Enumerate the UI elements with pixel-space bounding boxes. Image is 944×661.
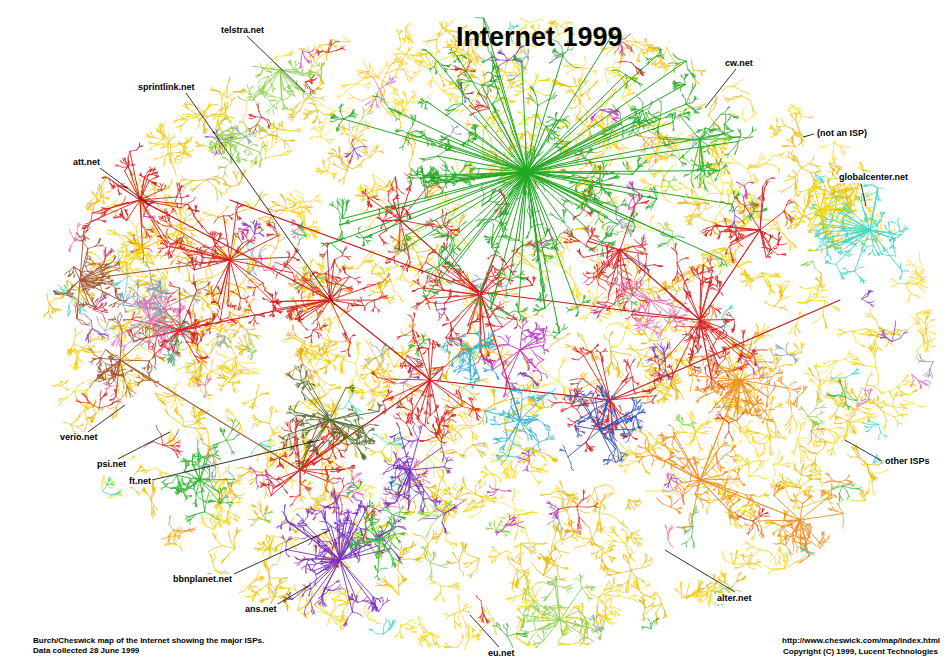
network-branches bbox=[560, 385, 646, 470]
isp-label: cw.net bbox=[724, 58, 754, 69]
leader-line bbox=[100, 168, 150, 205]
leader-line bbox=[665, 550, 735, 592]
leader-line bbox=[116, 432, 170, 460]
leader-line bbox=[247, 36, 305, 92]
isp-label: bbnplanet.net bbox=[172, 574, 233, 585]
network-branches bbox=[123, 279, 191, 344]
isp-label: globalcenter.net bbox=[838, 172, 909, 183]
network-branches bbox=[440, 331, 556, 465]
network-branches bbox=[289, 381, 379, 454]
network-branches bbox=[568, 395, 636, 463]
leader-line bbox=[803, 134, 814, 137]
leader-line bbox=[234, 530, 330, 574]
isp-label: ft.net bbox=[128, 476, 152, 487]
map-caption: Burch/Cheswick map of the Internet showi… bbox=[33, 636, 269, 656]
network-branches bbox=[44, 21, 906, 646]
isp-label: ans.net bbox=[244, 604, 278, 615]
network-branches bbox=[119, 186, 856, 269]
isp-label: verio.net bbox=[59, 432, 99, 443]
isp-label: psi.net bbox=[96, 459, 127, 470]
leader-line bbox=[470, 615, 499, 647]
isp-label: (not an ISP) bbox=[816, 128, 868, 139]
network-branches bbox=[140, 200, 840, 470]
network-branches bbox=[652, 344, 843, 556]
leader-line bbox=[845, 440, 882, 461]
network-branches bbox=[118, 282, 681, 349]
isp-label: alter.net bbox=[716, 593, 753, 604]
leader-line bbox=[152, 440, 320, 480]
footer-note: Copyright (C) 1999, Lucent Technologies bbox=[783, 647, 938, 657]
network-branches bbox=[321, 18, 756, 339]
isp-label: telstra.net bbox=[220, 25, 265, 36]
network-branches bbox=[76, 18, 937, 648]
network-branches bbox=[209, 60, 883, 647]
network-branches bbox=[76, 39, 797, 623]
leader-line bbox=[861, 184, 866, 206]
isp-label: eu.net bbox=[487, 648, 516, 659]
network-branches bbox=[84, 43, 907, 627]
network-branches bbox=[492, 333, 544, 382]
leader-line bbox=[705, 69, 736, 108]
leader-line bbox=[186, 93, 335, 305]
leader-line bbox=[88, 405, 125, 432]
network-branches bbox=[53, 20, 936, 648]
network-branches bbox=[331, 18, 739, 333]
network-branches bbox=[281, 365, 384, 470]
isp-label: other ISPs bbox=[884, 456, 931, 467]
network-branches bbox=[819, 188, 902, 272]
leader-line bbox=[276, 585, 310, 605]
map-title: Internet 1999 bbox=[456, 22, 623, 52]
isp-label: att.net bbox=[72, 157, 101, 168]
isp-label: sprintlink.net bbox=[137, 82, 196, 93]
footer-note: http://www.cheswick.com/map/index.html bbox=[782, 636, 940, 646]
